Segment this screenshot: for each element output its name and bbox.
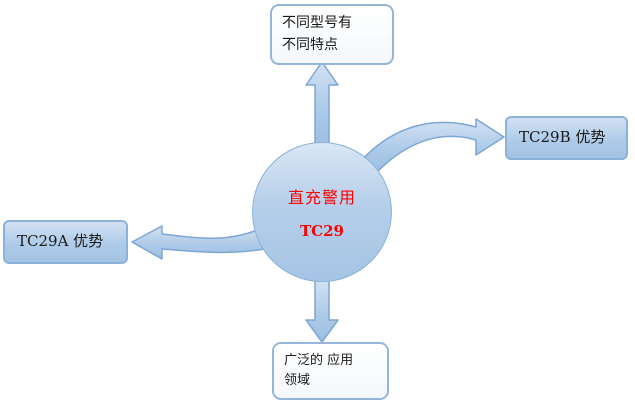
node-bottom-applications: 广泛的 应用 领域: [272, 342, 389, 401]
arrow-right-curved: [359, 118, 505, 173]
arrow-left-curved: [131, 225, 265, 260]
node-top-line1: 不同型号有: [282, 15, 352, 31]
center-node-tc29: 直充警用 TC29: [252, 142, 392, 282]
node-right-label: TC29B 优势: [519, 128, 606, 146]
node-top-line2: 不同特点: [282, 36, 338, 53]
node-bottom-line2: 领域: [284, 373, 311, 389]
arrow-up: [305, 61, 339, 145]
node-top-features: 不同型号有 不同特点: [270, 4, 394, 66]
node-bottom-line1: 广泛的 应用: [284, 353, 354, 368]
node-left-tc29a: TC29A 优势: [3, 220, 128, 264]
arrow-down: [305, 279, 339, 343]
node-left-label: TC29A 优势: [17, 232, 104, 250]
node-right-tc29b: TC29B 优势: [505, 116, 628, 160]
center-node-title: 直充警用: [287, 188, 356, 207]
center-node-subtitle: TC29: [300, 222, 344, 240]
